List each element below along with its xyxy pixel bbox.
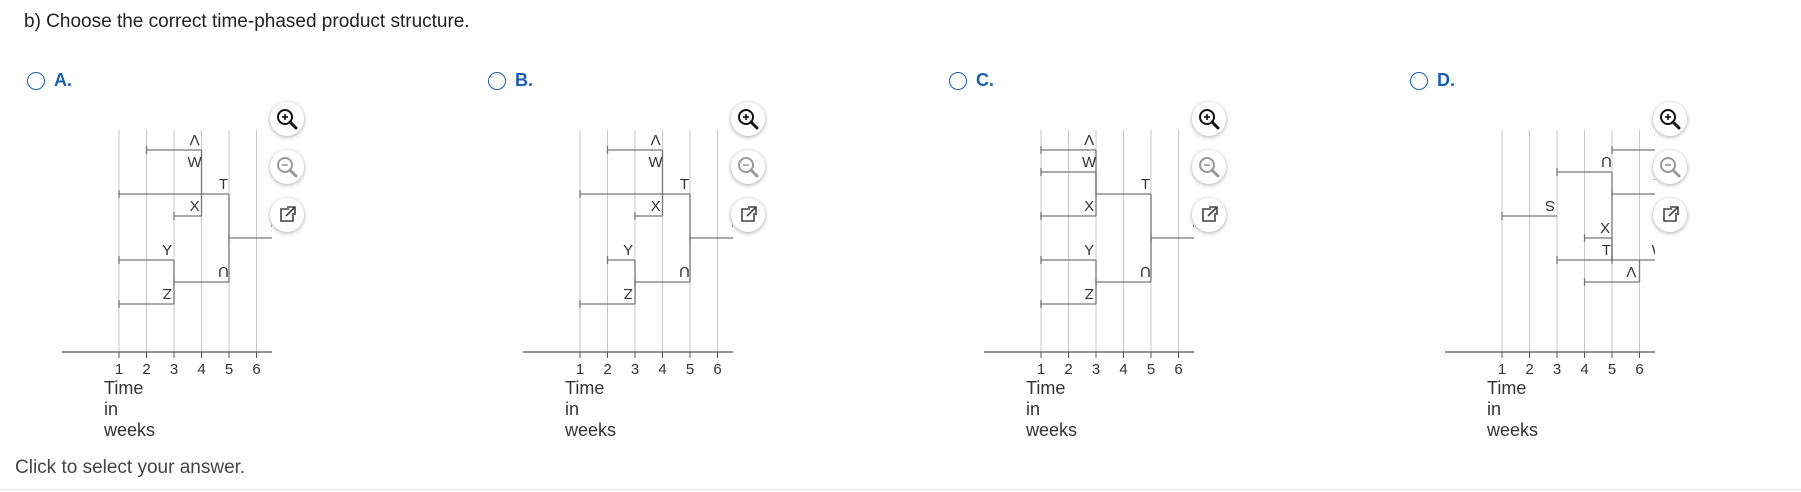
component-label-v: V [1626, 263, 1636, 280]
zoom-in-button[interactable] [1192, 102, 1226, 136]
zoom-in-icon [738, 109, 759, 130]
popout-icon [1202, 206, 1218, 222]
tick-label: 5 [1608, 361, 1616, 378]
option-radio[interactable] [1410, 72, 1428, 90]
x-axis-label: Time in weeks [104, 378, 156, 440]
zoom-out-button[interactable] [731, 150, 765, 184]
time-phased-chart: 1234567STUVWXYZ [523, 120, 733, 390]
component-label-y: Y [623, 242, 633, 259]
tick-label: 1 [576, 361, 584, 378]
component-label-w: W [649, 154, 664, 171]
tick-label: 3 [631, 361, 639, 378]
zoom-in-icon [277, 109, 298, 130]
option-letter[interactable]: B. [515, 70, 533, 90]
tick-label: 4 [658, 361, 666, 378]
zoom-in-button[interactable] [1653, 102, 1687, 136]
tick-label: 3 [170, 361, 178, 378]
popout-button[interactable] [270, 198, 304, 232]
zoom-out-button[interactable] [1192, 150, 1226, 184]
component-label-u: U [218, 263, 229, 280]
zoom-out-icon [738, 157, 759, 178]
component-label-s: S [271, 219, 272, 236]
option-radio[interactable] [27, 72, 45, 90]
zoom-out-button[interactable] [270, 150, 304, 184]
tick-label: 6 [1635, 361, 1643, 378]
popout-button[interactable] [1653, 198, 1687, 232]
tick-label: 6 [1174, 361, 1182, 378]
component-label-x: X [1084, 198, 1094, 215]
component-label-z: Z [1085, 285, 1094, 302]
component-label-s: S [1545, 197, 1555, 214]
tick-label: 2 [1525, 361, 1533, 378]
component-label-s: S [732, 219, 733, 236]
popout-button[interactable] [1192, 198, 1226, 232]
component-label-s: S [1193, 219, 1194, 236]
instruction-text: Click to select your answer. [15, 457, 246, 478]
component-label-u: U [1140, 263, 1151, 280]
component-label-w: W [1082, 154, 1097, 171]
zoom-in-icon [1660, 109, 1681, 130]
tick-label: 5 [686, 361, 694, 378]
zoom-in-button[interactable] [731, 102, 765, 136]
option-radio[interactable] [949, 72, 967, 90]
component-label-t: T [680, 176, 689, 193]
component-label-w: W [1652, 242, 1655, 259]
option-radio[interactable] [488, 72, 506, 90]
tick-label: 2 [142, 361, 150, 378]
zoom-out-icon [1660, 157, 1681, 178]
tick-label: 5 [225, 361, 233, 378]
popout-icon [741, 206, 757, 222]
tick-label: 2 [1064, 361, 1072, 378]
component-label-y: Y [1084, 242, 1094, 259]
component-label-t: T [1602, 242, 1611, 259]
popout-icon [280, 206, 296, 222]
time-phased-chart: 1234567STUVWXYZ [984, 120, 1194, 390]
option-letter[interactable]: D. [1437, 70, 1455, 90]
tick-label: 1 [1037, 361, 1045, 378]
component-label-v: V [1084, 131, 1094, 148]
tick-label: 1 [115, 361, 123, 378]
component-label-y: Y [162, 242, 172, 259]
component-label-t: T [1141, 176, 1150, 193]
tick-label: 4 [1580, 361, 1588, 378]
tick-label: 6 [713, 361, 721, 378]
tick-label: 4 [197, 361, 205, 378]
tick-label: 3 [1553, 361, 1561, 378]
component-label-z: Z [624, 285, 633, 302]
component-label-v: V [651, 131, 661, 148]
tick-label: 3 [1092, 361, 1100, 378]
option-letter[interactable]: A. [54, 70, 72, 90]
time-phased-chart: 1234567SUTZYXWV [1445, 120, 1655, 390]
tick-label: 1 [1498, 361, 1506, 378]
zoom-in-icon [1199, 109, 1220, 130]
zoom-out-button[interactable] [1653, 150, 1687, 184]
component-label-y: Y [1654, 176, 1655, 193]
component-label-x: X [651, 198, 661, 215]
component-label-u: U [1601, 153, 1612, 170]
component-label-z: Z [1654, 131, 1655, 148]
divider [0, 489, 1801, 490]
component-label-w: W [188, 154, 203, 171]
question-text: b) Choose the correct time-phased produc… [24, 11, 470, 32]
x-axis-label: Time in weeks [1487, 378, 1539, 440]
option-letter[interactable]: C. [976, 70, 994, 90]
x-axis-label: Time in weeks [1026, 378, 1078, 440]
tick-label: 2 [603, 361, 611, 378]
component-label-z: Z [163, 285, 172, 302]
x-axis-label: Time in weeks [565, 378, 617, 440]
zoom-out-icon [1199, 157, 1220, 178]
time-phased-chart: 1234567STUVWXYZ [62, 120, 272, 390]
component-label-t: T [219, 176, 228, 193]
popout-button[interactable] [731, 198, 765, 232]
zoom-out-icon [277, 157, 298, 178]
component-label-x: X [1600, 220, 1610, 237]
tick-label: 5 [1147, 361, 1155, 378]
component-label-v: V [190, 131, 200, 148]
component-label-u: U [679, 263, 690, 280]
popout-icon [1663, 206, 1679, 222]
component-label-x: X [190, 198, 200, 215]
tick-label: 4 [1119, 361, 1127, 378]
tick-label: 6 [252, 361, 260, 378]
zoom-in-button[interactable] [270, 102, 304, 136]
